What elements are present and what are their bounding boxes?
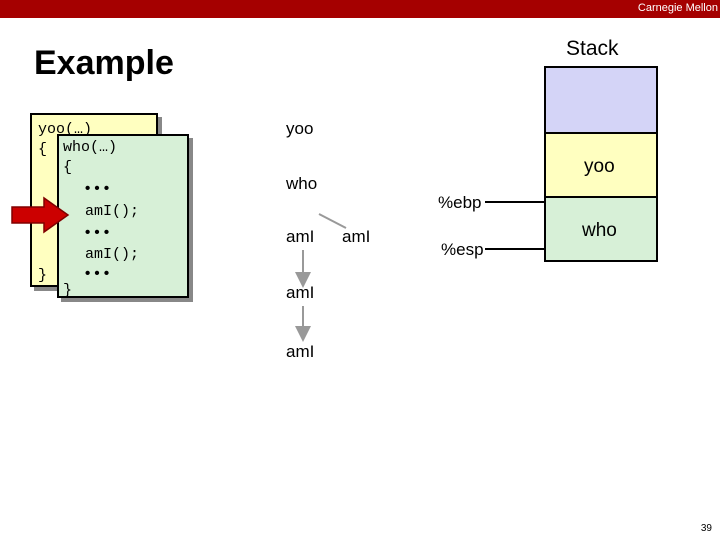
call-tree-node-ami: amI bbox=[342, 227, 371, 246]
header-bar: Carnegie Mellon bbox=[0, 0, 720, 18]
who-code-line: { bbox=[63, 159, 73, 176]
edge-who-ami-side bbox=[318, 213, 347, 229]
execution-pointer-arrow-icon bbox=[11, 196, 70, 234]
call-tree-node-who: who bbox=[286, 174, 318, 193]
org-name: Carnegie Mellon bbox=[637, 2, 718, 14]
page-number: 39 bbox=[700, 523, 712, 534]
yoo-code-line: } bbox=[38, 267, 48, 284]
who-code-line: amI(); bbox=[85, 246, 140, 263]
esp-label: %esp bbox=[441, 240, 484, 259]
who-code-card: who(…) { • • • amI(); • • • amI(); • • •… bbox=[57, 134, 189, 299]
stack-frame-yoo-label: yoo bbox=[584, 156, 615, 177]
who-code-line: } bbox=[63, 282, 73, 299]
yoo-code-line: yoo(…) bbox=[38, 121, 93, 138]
stack-title: Stack bbox=[566, 37, 619, 60]
stack-frame-who: who bbox=[544, 196, 658, 262]
stack-frame-who-label: who bbox=[582, 220, 617, 241]
stack-frame-top bbox=[544, 66, 658, 134]
call-tree-node-yoo: yoo bbox=[286, 119, 314, 138]
yoo-code-line: { bbox=[38, 141, 48, 158]
ebp-label: %ebp bbox=[438, 193, 482, 212]
who-code-ellipsis: • • • bbox=[85, 224, 110, 241]
slide-title: Example bbox=[34, 44, 174, 82]
call-tree-node-ami: amI bbox=[286, 283, 315, 302]
stack-frame-yoo: yoo bbox=[544, 132, 658, 198]
who-code-ellipsis: • • • bbox=[85, 265, 110, 282]
who-code-line: amI(); bbox=[85, 203, 140, 220]
who-code-ellipsis: • • • bbox=[85, 180, 110, 197]
call-tree-node-ami: amI bbox=[286, 227, 315, 246]
call-tree-node-ami: amI bbox=[286, 342, 315, 361]
who-code-line: who(…) bbox=[63, 139, 118, 156]
